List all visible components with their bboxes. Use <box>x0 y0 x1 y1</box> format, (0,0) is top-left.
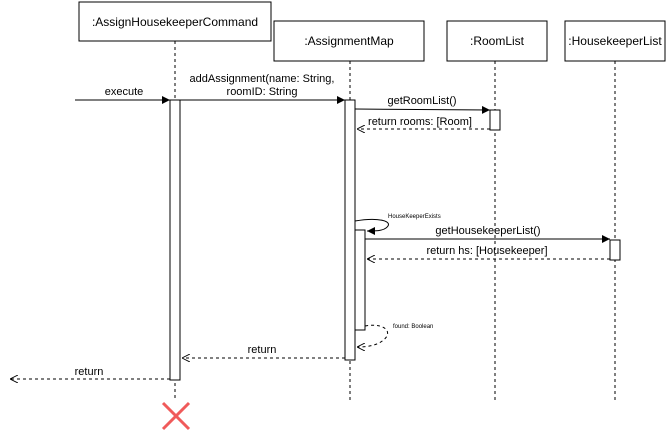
participant-command: :AssignHousekeeperCommand <box>78 1 272 42</box>
activation-assignment-map-nested <box>354 229 366 331</box>
message-add-assignment-label-line2: roomID: String <box>227 86 298 98</box>
message-return-to-caller-label: return <box>75 366 104 378</box>
message-housekeeper-exists-arrow <box>354 218 389 235</box>
message-return-rooms-label: return rooms: [Room] <box>368 116 472 128</box>
message-found-boolean-label: found: Boolean <box>393 324 433 330</box>
message-found-boolean-arrow <box>357 324 389 347</box>
message-get-room-list-arrow <box>354 105 491 114</box>
participant-command-label: :AssignHousekeeperCommand <box>92 15 258 29</box>
message-add-assignment-label-line1: addAssignment(name: String, <box>190 73 335 85</box>
message-get-room-list-label: getRoomList() <box>387 95 456 107</box>
participant-housekeeper-list: :HousekeeperList <box>564 20 666 62</box>
activation-command <box>169 99 181 381</box>
message-return-hs-label: return hs: [Housekeeper] <box>426 245 547 257</box>
activation-room-list <box>489 109 501 131</box>
message-get-housekeeper-list-label: getHousekeeperList() <box>435 225 540 237</box>
participant-assignment-map-label: :AssignmentMap <box>304 34 394 48</box>
message-execute-label: execute <box>105 86 144 98</box>
message-housekeeper-exists-label: HouseKeeperExists <box>388 214 441 220</box>
activation-assignment-map <box>344 99 356 361</box>
destroy-x-icon <box>161 401 191 431</box>
participant-room-list-label: :RoomList <box>470 34 525 48</box>
participant-room-list: :RoomList <box>446 20 548 62</box>
message-return-to-command-label: return <box>248 344 277 356</box>
participant-housekeeper-list-label: :HousekeeperList <box>568 34 662 48</box>
activation-housekeeper-list <box>609 239 621 261</box>
participant-assignment-map: :AssignmentMap <box>273 20 425 62</box>
